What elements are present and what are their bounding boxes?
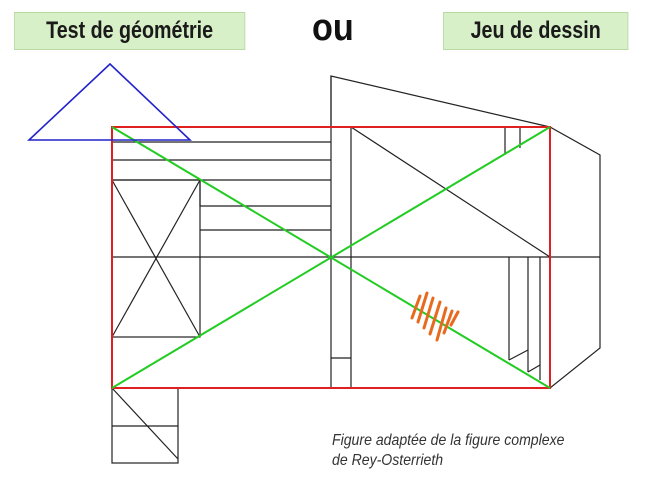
green-diagonal-2 xyxy=(111,126,551,389)
upper-right-triangle-diagonal xyxy=(350,126,551,258)
right-pentagon xyxy=(549,126,601,389)
geometry-test-label: Test de géométrie xyxy=(14,12,246,50)
caption-line-1: Figure adaptée de la figure complexe xyxy=(332,432,565,449)
figure-caption: Figure adaptée de la figure complexe de … xyxy=(332,431,614,471)
red-main-rectangle xyxy=(111,126,551,389)
geometry-test-text: Test de géométrie xyxy=(46,17,214,44)
or-word: ou xyxy=(312,7,354,49)
lower-stripe-link-2 xyxy=(527,364,541,373)
cross-box-diagonal-2 xyxy=(111,179,201,338)
caption-line-2: de Rey-Osterrieth xyxy=(332,452,444,469)
bottom-left-box-diagonal xyxy=(111,387,179,460)
drawing-game-label: Jeu de dessin xyxy=(443,12,629,50)
figure-outline xyxy=(111,75,601,464)
trapezoid-top-edge xyxy=(330,75,551,128)
small-rect-upper xyxy=(199,180,331,207)
lower-stripe-link-1 xyxy=(508,349,529,361)
blue-triangle xyxy=(26,62,193,141)
drawing-game-text: Jeu de dessin xyxy=(470,17,601,44)
orange-hatch-marks xyxy=(410,291,460,342)
